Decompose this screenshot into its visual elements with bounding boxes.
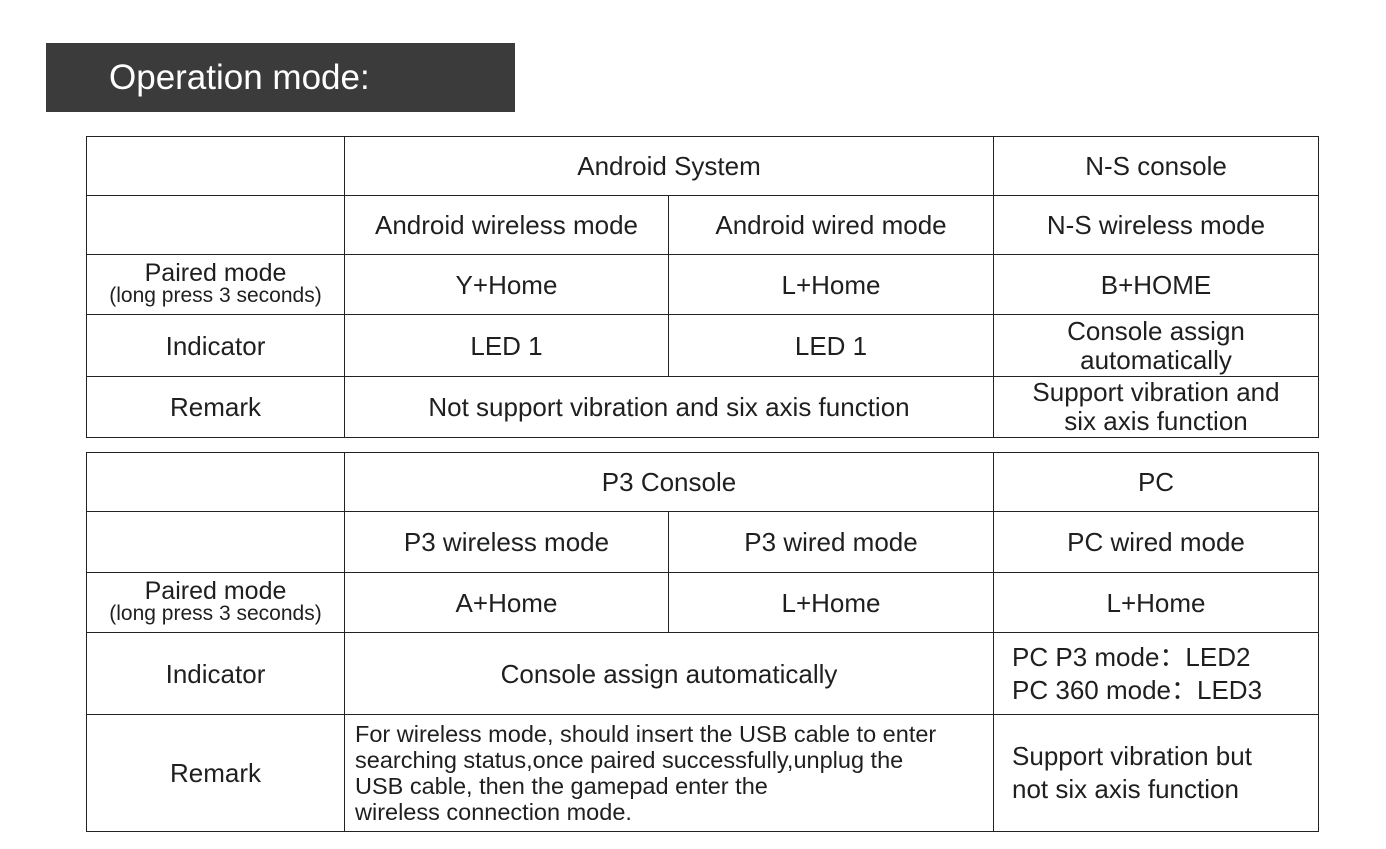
- paired-mode-label: Paired mode: [144, 259, 287, 287]
- table-cell: L+Home: [993, 572, 1320, 633]
- row-label-paired-mode: Paired mode (long press 3 seconds): [86, 254, 345, 315]
- table-cell: LED 1: [668, 314, 994, 377]
- indicator-console-line: Console assign: [1067, 315, 1245, 346]
- mode-header-ns-wireless: N-S wireless mode: [993, 195, 1319, 255]
- remark-p3-text: For wireless mode, should insert the USB…: [355, 721, 937, 825]
- remark-p3: For wireless mode, should insert the USB…: [343, 714, 995, 832]
- corner-cell: [86, 136, 345, 196]
- remark-pc-line: Support vibration but: [1012, 741, 1252, 771]
- row-label-indicator: Indicator: [86, 314, 345, 377]
- section-title: Operation mode:: [46, 43, 515, 112]
- table-cell: Console assign automatically: [993, 314, 1319, 377]
- group-header-ns-console: N-S console: [993, 136, 1319, 196]
- table-row: Android System N-S console: [86, 136, 1319, 196]
- indicator-pc-line: PC P3 mode：LED2: [1012, 641, 1251, 672]
- android-ns-mode-table: Android System N-S console Android wirel…: [86, 136, 1319, 438]
- corner-cell: [86, 452, 345, 512]
- indicator-pc-line: PC 360 mode：LED3: [1012, 674, 1263, 705]
- remark-console-line: Support vibration and: [1032, 377, 1280, 407]
- table-row: Paired mode (long press 3 seconds) Y+Hom…: [86, 254, 1319, 315]
- p3-pc-mode-table: P3 Console PC P3 wireless mode P3 wired …: [86, 452, 1320, 832]
- row-label-remark: Remark: [86, 714, 345, 832]
- table-row: P3 Console PC: [86, 452, 1320, 512]
- paired-mode-label: Paired mode: [144, 577, 287, 605]
- table-row: Indicator Console assign automatically P…: [86, 632, 1320, 715]
- remark-pc-line: not six axis function: [1012, 774, 1239, 804]
- mode-header-android-wireless: Android wireless mode: [344, 195, 669, 255]
- mode-header-pc-wired: PC wired mode: [993, 511, 1320, 573]
- group-header-p3-console: P3 Console: [343, 452, 995, 512]
- group-header-pc: PC: [993, 452, 1320, 512]
- table-cell: L+Home: [667, 572, 995, 633]
- table-row: Paired mode (long press 3 seconds) A+Hom…: [86, 572, 1320, 633]
- indicator-console-line: automatically: [1080, 344, 1232, 375]
- paired-mode-sublabel: (long press 3 seconds): [109, 602, 322, 625]
- table-cell: LED 1: [344, 314, 669, 377]
- indicator-p3: Console assign automatically: [343, 632, 995, 715]
- row-label-paired-mode: Paired mode (long press 3 seconds): [86, 572, 345, 633]
- paired-mode-sublabel: (long press 3 seconds): [109, 284, 322, 307]
- table-row: Remark For wireless mode, should insert …: [86, 714, 1320, 832]
- corner-cell: [86, 195, 345, 255]
- remark-android: Not support vibration and six axis funct…: [344, 376, 994, 438]
- table-cell: L+Home: [668, 254, 994, 315]
- mode-header-android-wired: Android wired mode: [668, 195, 994, 255]
- table-row: P3 wireless mode P3 wired mode PC wired …: [86, 511, 1320, 573]
- table-row: Android wireless mode Android wired mode…: [86, 195, 1319, 255]
- remark-console-line: six axis function: [1064, 406, 1248, 436]
- table-cell: B+HOME: [993, 254, 1319, 315]
- table-cell: A+Home: [344, 572, 669, 633]
- mode-header-p3-wired: P3 wired mode: [667, 511, 995, 573]
- table-cell: Y+Home: [344, 254, 669, 315]
- corner-cell: [86, 511, 345, 573]
- row-label-remark: Remark: [86, 376, 345, 438]
- remark-pc: Support vibration but not six axis funct…: [993, 714, 1320, 832]
- mode-header-p3-wireless: P3 wireless mode: [344, 511, 669, 573]
- table-row: Remark Not support vibration and six axi…: [86, 376, 1319, 438]
- table-row: Indicator LED 1 LED 1 Console assign aut…: [86, 314, 1319, 377]
- table-cell: Support vibration and six axis function: [993, 376, 1319, 438]
- group-header-android: Android System: [344, 136, 994, 196]
- indicator-pc: PC P3 mode：LED2 PC 360 mode：LED3: [993, 632, 1320, 715]
- row-label-indicator: Indicator: [86, 632, 345, 715]
